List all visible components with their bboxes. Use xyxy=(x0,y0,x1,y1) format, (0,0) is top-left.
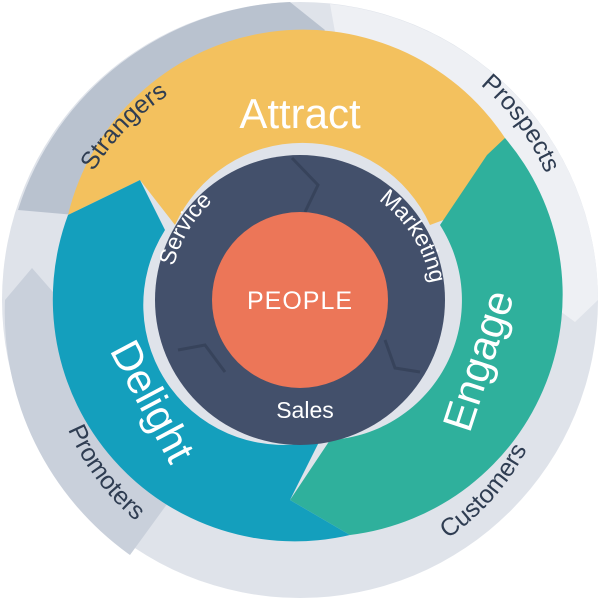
engage-segment xyxy=(290,138,563,535)
center-label: PEOPLE xyxy=(247,287,353,315)
inner-ring-divider-2 xyxy=(177,343,227,373)
center-circle xyxy=(212,212,388,388)
inner-ring-divider-1 xyxy=(290,156,320,213)
delight-segment xyxy=(52,180,350,542)
ring-label-sales: Sales xyxy=(276,397,334,423)
stage-label-attract: Attract xyxy=(239,90,361,137)
attract-segment xyxy=(68,29,505,226)
inner-ring-divider-3 xyxy=(383,339,421,374)
